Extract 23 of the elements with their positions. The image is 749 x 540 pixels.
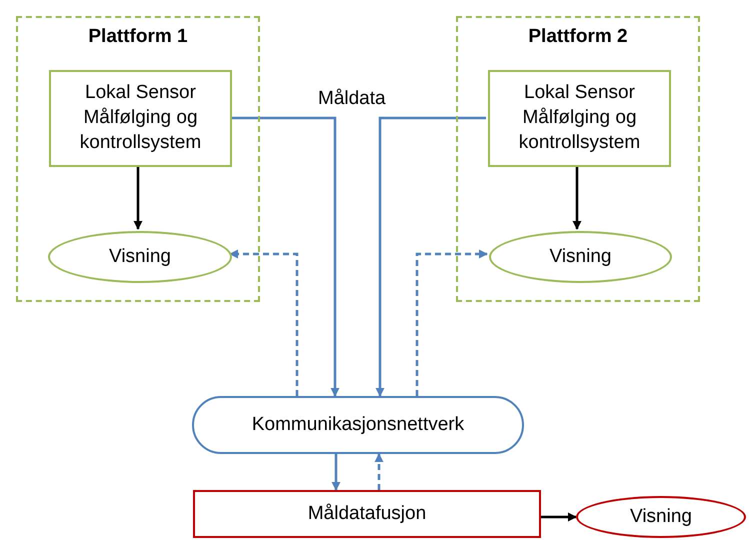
- node-text: Måldatafusjon: [308, 502, 426, 526]
- node-text: Visning: [109, 244, 171, 269]
- arrow: [572, 165, 582, 230]
- arrow: [134, 165, 142, 230]
- platform-group: [16, 16, 260, 302]
- arrow: [374, 453, 384, 490]
- node-text: Lokal Sensor Målfølging og kontrollsystem: [78, 81, 202, 155]
- arrow: [230, 116, 340, 397]
- process-box: [49, 70, 232, 167]
- platform-group: [456, 16, 700, 302]
- group-heading: Plattform 1: [88, 26, 188, 48]
- node-text: Lokal Sensor Målfølging og kontrollsystem: [518, 81, 642, 155]
- arrow: [332, 454, 340, 491]
- arrow: [416, 250, 488, 396]
- node-text: Visning: [630, 504, 692, 529]
- arrow: [376, 116, 486, 397]
- node-text: Visning: [550, 244, 612, 269]
- node-text: Kommunikasjonsnettverk: [252, 412, 464, 437]
- group-heading: Plattform 2: [528, 26, 628, 48]
- flow-label: Måldata: [318, 88, 386, 110]
- process-box: [488, 70, 671, 167]
- arrow: [541, 512, 577, 522]
- process-box: [193, 490, 541, 538]
